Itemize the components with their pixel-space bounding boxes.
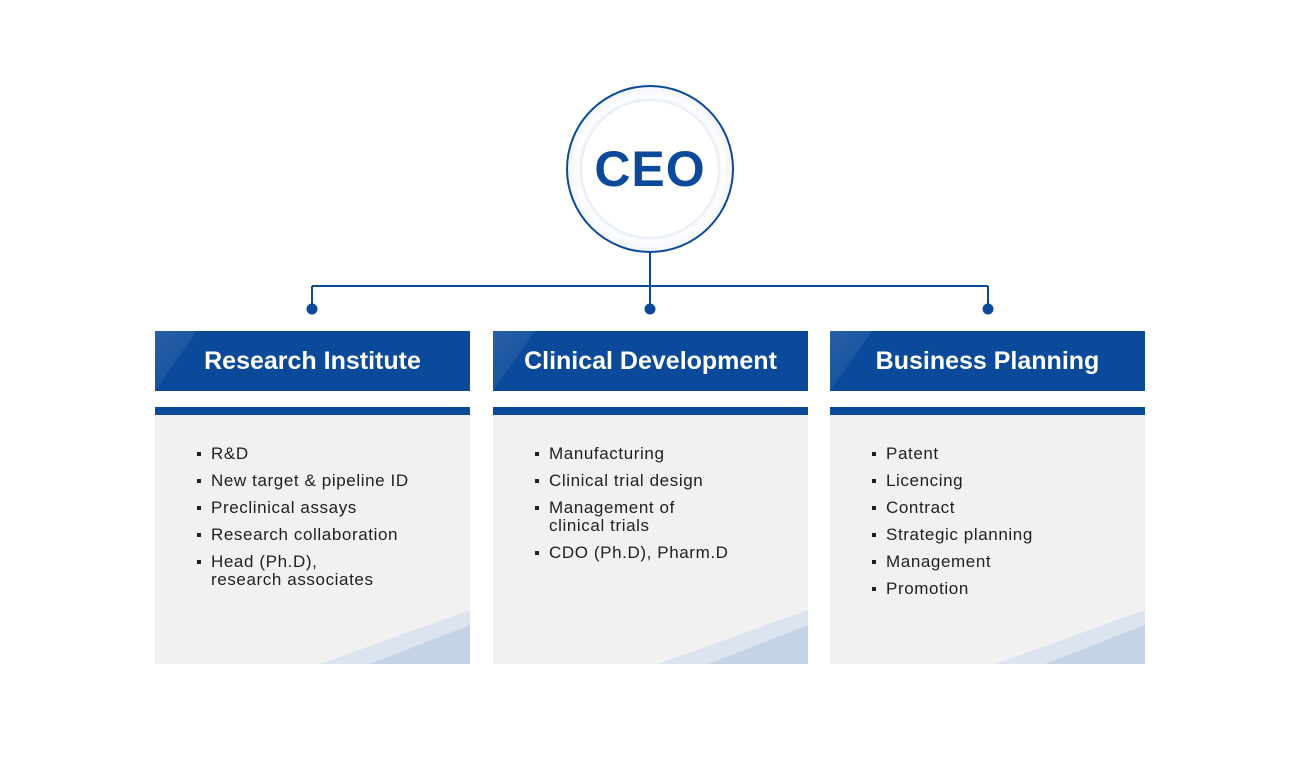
list-item-text: Research collaboration xyxy=(211,525,399,544)
ceo-node: CEO xyxy=(566,85,734,253)
dept-title: Research Institute xyxy=(204,346,421,375)
bullet-icon xyxy=(197,479,201,483)
bullet-icon xyxy=(872,560,876,564)
bullet-icon xyxy=(872,479,876,483)
list-item: Contract xyxy=(872,499,1033,517)
list-item-text: clinical trials xyxy=(549,516,650,535)
list-item-text: Contract xyxy=(886,498,956,517)
bullet-icon xyxy=(197,560,201,564)
wave-decoration xyxy=(320,610,470,664)
dept-title: Clinical Development xyxy=(524,346,777,375)
list-item-text: New target & pipeline ID xyxy=(211,471,409,490)
list-item-text: CDO (Ph.D), Pharm.D xyxy=(549,543,729,562)
list-item: Promotion xyxy=(872,580,1033,598)
list-item-text: Head (Ph.D), xyxy=(211,552,318,571)
bullet-icon xyxy=(535,452,539,456)
bullet-icon xyxy=(197,533,201,537)
list-item: Research collaboration xyxy=(197,526,409,544)
dept-header: Clinical Development xyxy=(493,331,808,391)
dept-accent-band xyxy=(830,407,1145,424)
list-item: Patent xyxy=(872,445,1033,463)
list-item-text: Management xyxy=(886,552,992,571)
left-connector-dot xyxy=(306,303,318,315)
dept-item-list: R&D New target & pipeline ID Preclinical a… xyxy=(197,445,409,598)
bullet-icon xyxy=(535,551,539,555)
list-item: Licencing xyxy=(872,472,1033,490)
bullet-icon xyxy=(535,479,539,483)
list-item-text: research associates xyxy=(211,570,374,589)
list-item: Strategic planning xyxy=(872,526,1033,544)
list-item: Head (Ph.D),research associates xyxy=(197,553,409,589)
list-item-text: R&D xyxy=(211,444,249,463)
list-item: Manufacturing xyxy=(535,445,729,463)
list-item: Preclinical assays xyxy=(197,499,409,517)
bullet-icon xyxy=(872,587,876,591)
dept-card-research-institute: Research Institute R&D New target & pipel… xyxy=(155,331,470,664)
list-item-text: Promotion xyxy=(886,579,969,598)
list-item-text: Licencing xyxy=(886,471,964,490)
list-item: Management xyxy=(872,553,1033,571)
bullet-icon xyxy=(872,452,876,456)
bullet-icon xyxy=(872,506,876,510)
list-item: R&D xyxy=(197,445,409,463)
list-item: CDO (Ph.D), Pharm.D xyxy=(535,544,729,562)
bullet-icon xyxy=(535,506,539,510)
list-item: New target & pipeline ID xyxy=(197,472,409,490)
ceo-label: CEO xyxy=(594,141,706,197)
ceo-inner-circle: CEO xyxy=(582,101,718,237)
wave-decoration xyxy=(658,610,808,664)
list-item-text: Management of xyxy=(549,498,675,517)
bullet-icon xyxy=(872,533,876,537)
list-item-text: Preclinical assays xyxy=(211,498,357,517)
dept-title: Business Planning xyxy=(875,346,1100,375)
dept-header: Business Planning xyxy=(830,331,1145,391)
center-connector-dot xyxy=(644,303,656,315)
dept-accent-band xyxy=(493,407,808,424)
right-connector-dot xyxy=(982,303,994,315)
dept-body: R&D New target & pipeline ID Preclinical a… xyxy=(155,415,470,664)
list-item-text: Manufacturing xyxy=(549,444,665,463)
dept-accent-band xyxy=(155,407,470,424)
bullet-icon xyxy=(197,452,201,456)
dept-header: Research Institute xyxy=(155,331,470,391)
list-item-text: Patent xyxy=(886,444,939,463)
list-item: Clinical trial design xyxy=(535,472,729,490)
list-item-text: Strategic planning xyxy=(886,525,1033,544)
bullet-icon xyxy=(197,506,201,510)
list-item-text: Clinical trial design xyxy=(549,471,704,490)
wave-decoration xyxy=(995,610,1145,664)
